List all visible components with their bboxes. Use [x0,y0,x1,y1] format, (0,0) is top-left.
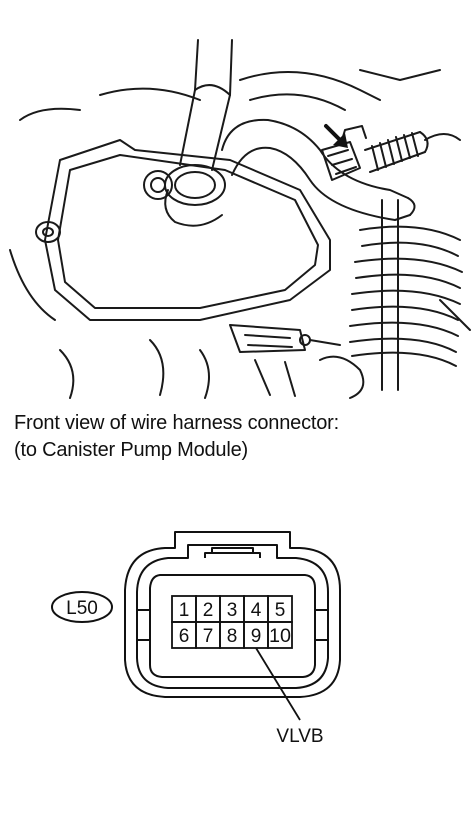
connector-outer-shell [124,531,341,698]
pin-1: 1 [179,600,190,621]
vertical-tube [179,89,231,171]
coil-spring [349,225,463,367]
pointer-arrow-icon [324,124,348,148]
pin-5: 5 [275,600,286,621]
callout-leader-line [255,647,301,721]
pin-6: 6 [179,626,190,647]
pin-3: 3 [227,600,238,621]
housing-plate [44,139,331,321]
hose [221,118,409,199]
connector-inner-shell [136,544,329,689]
callout-label: VLVB [276,726,323,747]
caption-line-1: Front view of wire harness connector: [14,412,339,434]
pin-2: 2 [203,600,214,621]
pin-grid [171,595,293,649]
pin-8: 8 [227,626,238,647]
connector-caption: Front view of wire harness connector: (t… [14,410,464,464]
pin-10: 10 [269,626,291,647]
connector-id-badge: L50 [51,591,113,623]
pin-4: 4 [251,600,262,621]
caption-line-2: (to Canister Pump Module) [14,439,248,461]
engine-bay-illustration [9,39,471,399]
connector-id: L50 [66,598,98,619]
connector-front-view: 1 2 3 4 5 6 7 8 9 10 L50 VLVB [51,531,341,747]
pin-9: 9 [251,626,262,647]
pin-7: 7 [203,626,214,647]
